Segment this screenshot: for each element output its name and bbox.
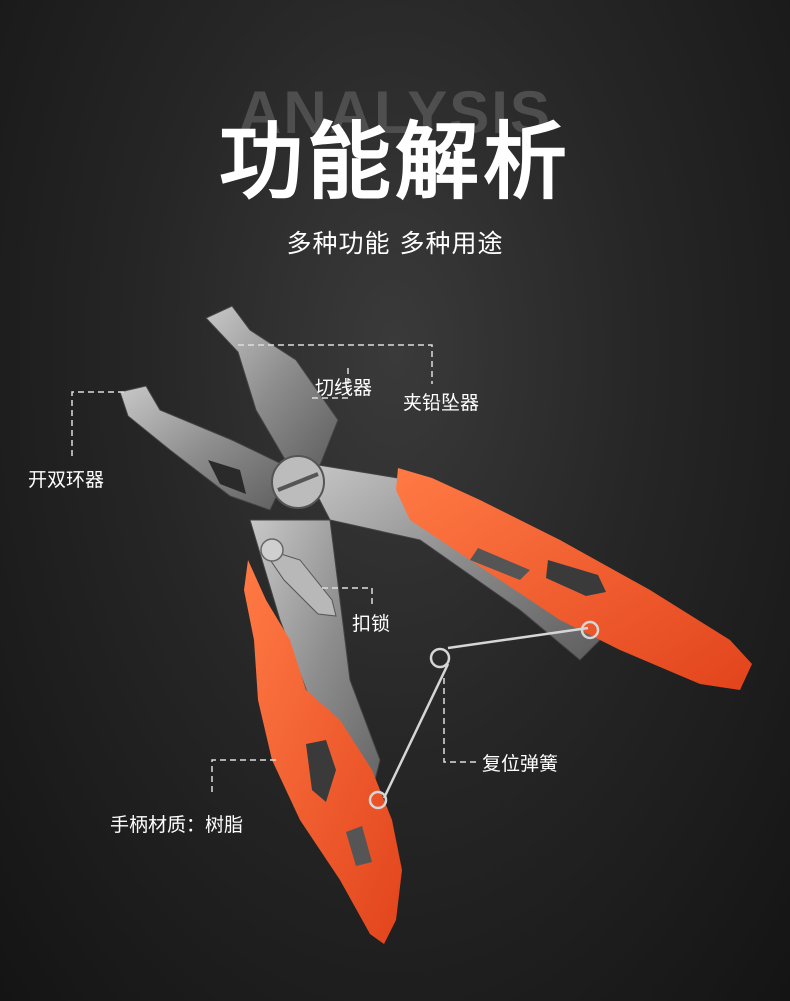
callout-handle-material: [211, 759, 276, 792]
right-handle-hole: [546, 560, 606, 596]
background-word: ANALYSIS: [238, 79, 552, 146]
page-subtitle: 多种功能 多种用途: [286, 229, 504, 258]
callout-cutter: [310, 368, 349, 399]
callout-sinker-clamp: [238, 344, 433, 384]
page-title: 功能解析: [218, 113, 571, 211]
lower-handle-hole: [306, 740, 336, 802]
callout-lock: [322, 587, 373, 604]
callout-spring: [443, 678, 476, 763]
lock-tab: [260, 547, 337, 617]
label-split-ring: 开双环器: [28, 469, 105, 491]
callout-split-ring: [71, 391, 124, 458]
upper-jaw: [205, 305, 339, 471]
label-sinker-clamp: 夹铅坠器: [403, 392, 480, 414]
label-cutter: 切线器: [315, 377, 373, 399]
jaw-slot: [208, 460, 246, 494]
rivet: [260, 538, 284, 562]
lower-handle-insert: [346, 826, 372, 866]
right-handle-insert: [470, 548, 530, 580]
label-lock: 扣锁: [352, 613, 391, 635]
label-spring: 复位弹簧: [482, 753, 559, 775]
label-handle-material: 手柄材质：树脂: [110, 814, 244, 836]
return-spring: [368, 620, 600, 810]
